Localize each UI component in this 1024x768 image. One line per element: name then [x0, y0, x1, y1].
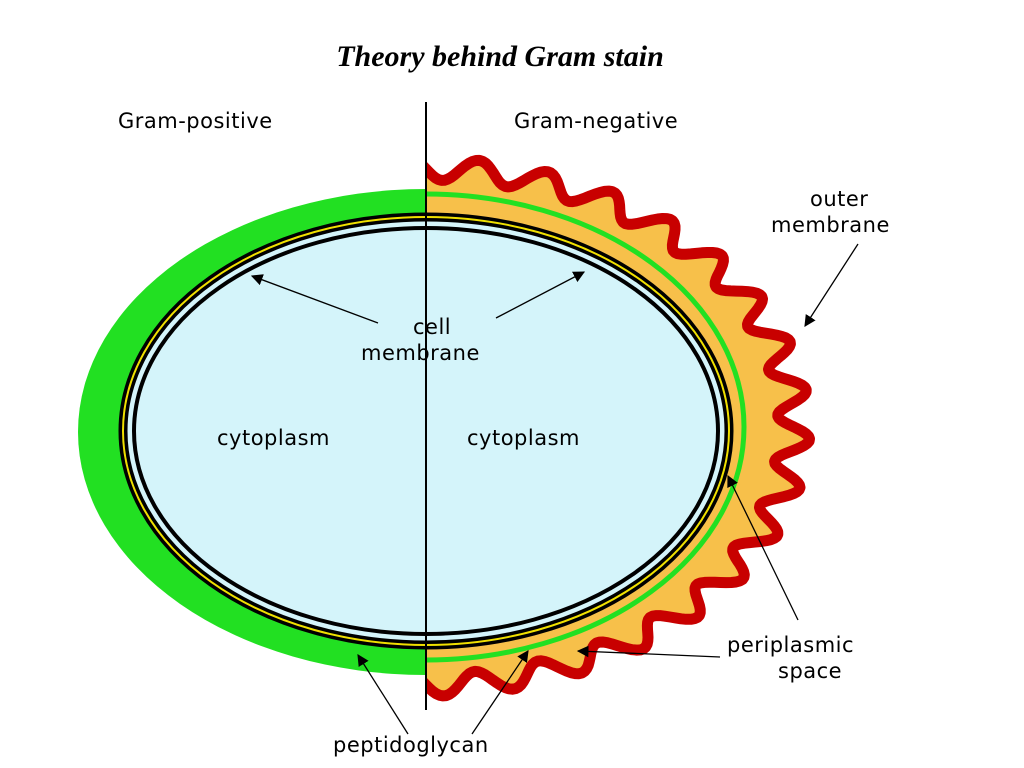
label-outer-membrane-1: outer	[810, 187, 868, 211]
label-gram-negative: Gram-negative	[514, 109, 678, 133]
label-cytoplasm-left: cytoplasm	[217, 426, 330, 450]
label-outer-membrane-2: membrane	[771, 213, 890, 237]
label-cell-membrane-1: cell	[413, 315, 451, 339]
label-gram-positive: Gram-positive	[118, 109, 273, 133]
arrow-peptidoglycan-right	[471, 650, 529, 735]
label-cell-membrane-2: membrane	[361, 341, 480, 365]
arrow-cell-membrane-right	[495, 271, 586, 319]
slide-title: Theory behind Gram stain	[336, 40, 664, 73]
arrow-peptidoglycan-left	[357, 654, 409, 735]
arrow-cell-membrane-left	[250, 274, 379, 324]
gram-negative-peptidoglycan-layer	[426, 191, 747, 663]
label-periplasmic-1: periplasmic	[727, 633, 854, 657]
label-periplasmic-2: space	[778, 659, 842, 683]
label-cytoplasm-right: cytoplasm	[467, 426, 580, 450]
arrow-outer-membrane	[804, 243, 859, 327]
arrow-periplasmic-lower	[576, 645, 721, 658]
arrow-periplasmic-upper	[727, 474, 799, 621]
label-peptidoglycan: peptidoglycan	[333, 733, 489, 757]
